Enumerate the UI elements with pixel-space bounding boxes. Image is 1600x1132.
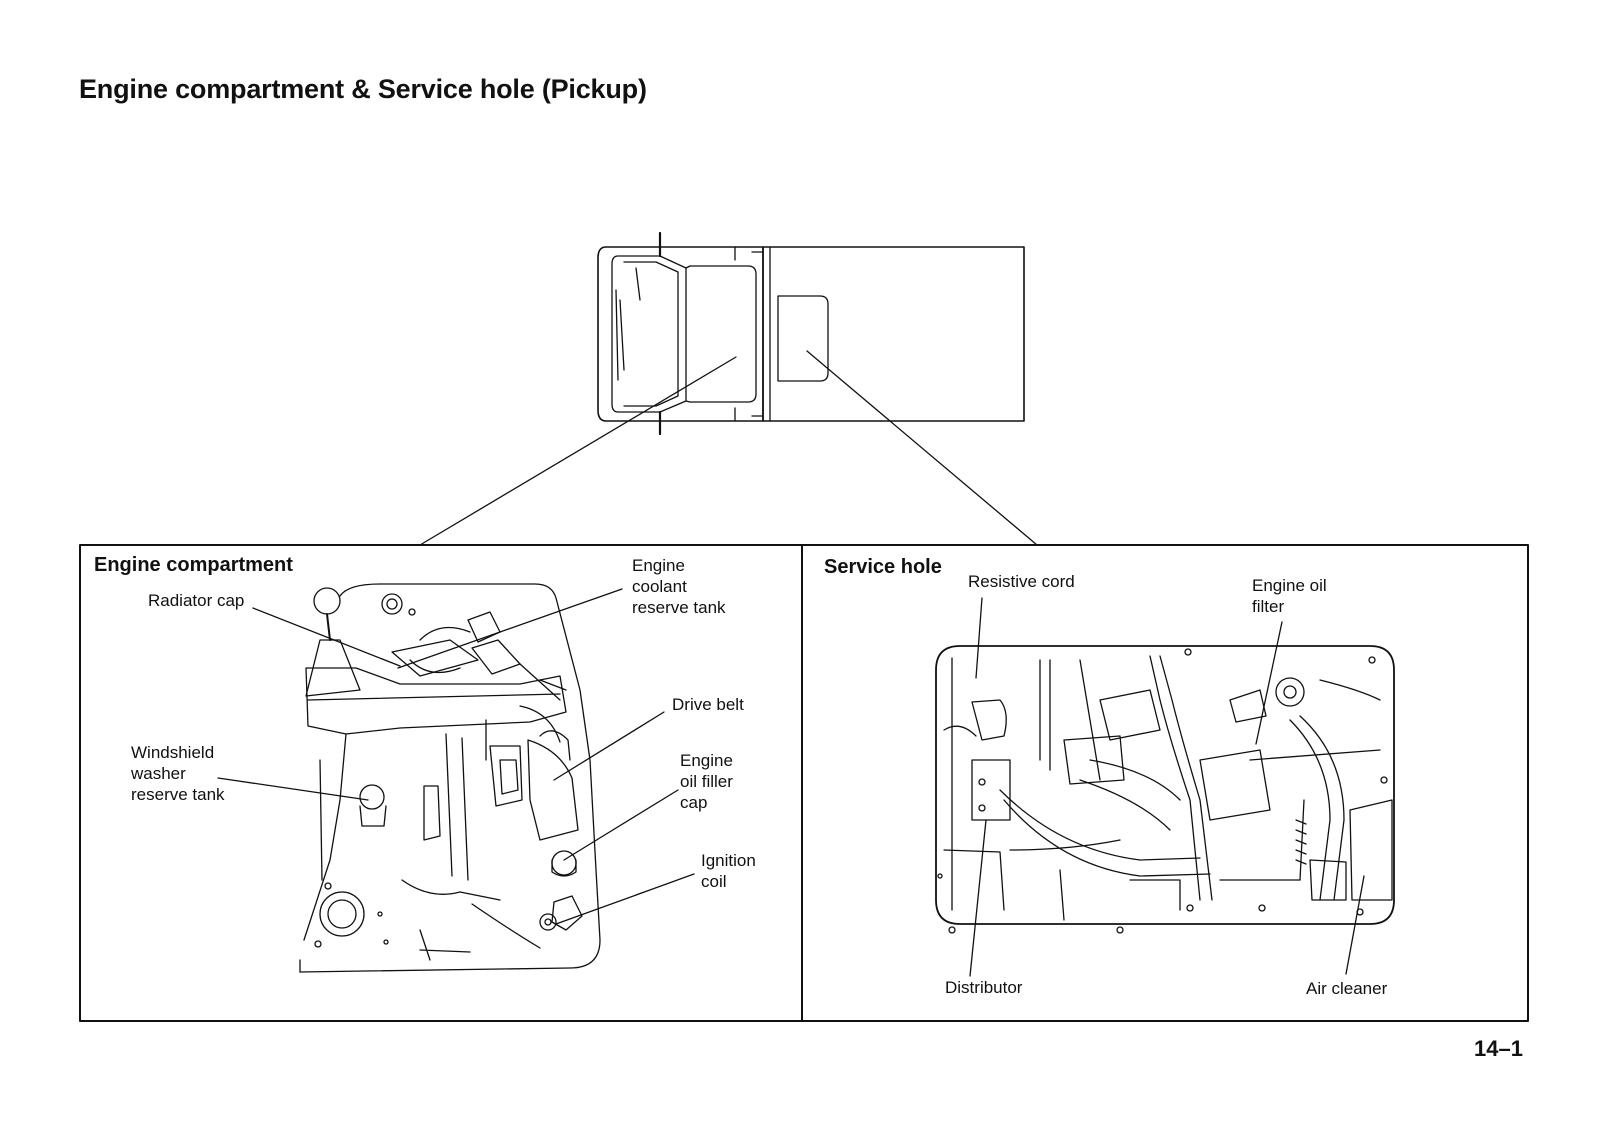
air-cleaner-label: Air cleaner	[1306, 979, 1388, 998]
engine-compartment-title: Engine compartment	[94, 554, 293, 576]
engine-oil-filter-label: Engine oil filter	[1252, 576, 1327, 616]
service-hole-panel	[801, 544, 1529, 1022]
service-hole-title: Service hole	[824, 556, 942, 578]
distributor-label: Distributor	[945, 978, 1023, 997]
coolant-tank-leader	[397, 588, 623, 669]
page-title: Engine compartment & Service hole (Picku…	[79, 74, 647, 104]
washer-tank-leader	[217, 777, 369, 801]
pickup-truck-illustration	[597, 231, 1025, 436]
distributor-leader	[969, 819, 987, 977]
air-cleaner-leader	[1345, 875, 1365, 975]
service-hole-illustration	[935, 645, 1395, 934]
service-hole-callout-line	[806, 350, 1038, 546]
drive-belt-label: Drive belt	[672, 695, 744, 714]
engine-oil-filler-cap-label: Engine oil filler cap	[680, 751, 733, 812]
engine-compartment-illustration	[299, 583, 601, 973]
page-number: 14–1	[1474, 1036, 1523, 1061]
engine-coolant-reserve-tank-label: Engine coolant reserve tank	[632, 556, 726, 617]
radiator-cap-leader	[252, 607, 401, 667]
resistive-cord-leader	[975, 597, 983, 679]
radiator-cap-label: Radiator cap	[148, 591, 245, 610]
drive-belt-leader	[553, 711, 665, 781]
oil-filler-cap-leader	[563, 789, 679, 861]
oil-filter-leader	[1255, 621, 1283, 745]
windshield-washer-reserve-tank-label: Windshield washer reserve tank	[131, 743, 225, 804]
engine-callout-line	[419, 356, 737, 546]
resistive-cord-label: Resistive cord	[968, 572, 1075, 591]
ignition-coil-leader	[555, 873, 695, 925]
ignition-coil-label: Ignition coil	[701, 851, 756, 891]
